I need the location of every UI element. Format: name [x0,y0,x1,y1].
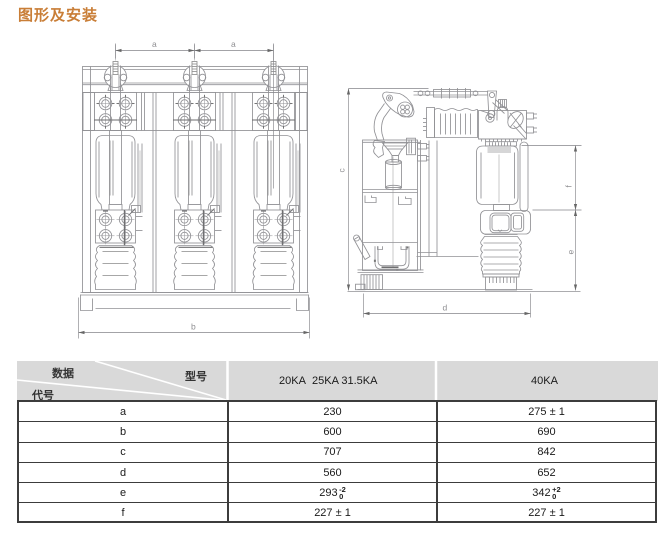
svg-text:c: c [337,168,347,173]
svg-text:e: e [566,250,576,255]
svg-text:b: b [191,322,196,332]
svg-text:a: a [152,39,157,49]
svg-text:a: a [231,39,236,49]
svg-text:d: d [443,303,448,313]
svg-text:f: f [564,185,574,188]
